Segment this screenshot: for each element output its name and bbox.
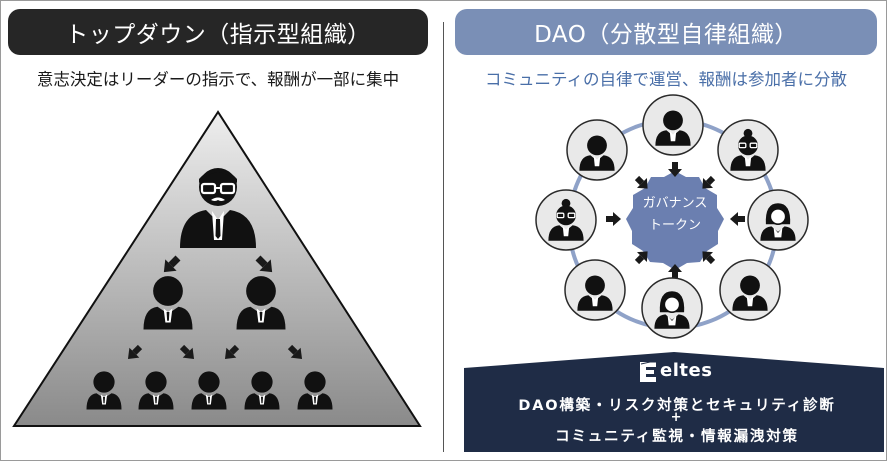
arrow-icon: [163, 255, 181, 273]
eltes-banner: [464, 352, 884, 452]
hub-label-line2: トークン: [648, 218, 701, 233]
member-node: [641, 277, 703, 339]
topdown-subtitle: 意志決定はリーダーの指示で、報酬が一部に集中: [36, 70, 400, 89]
leader-icon: [180, 168, 256, 248]
member-node: [747, 189, 809, 251]
governance-token-label: ガバナンス トークン: [628, 193, 722, 237]
member-node: [717, 119, 779, 181]
eltes-logo-icon: [640, 361, 656, 382]
governance-token-hub: [626, 171, 724, 270]
arrow-icon: [668, 264, 682, 279]
hierarchy-pyramid: [12, 110, 422, 427]
arrow-icon: [127, 344, 143, 360]
arrow-icon: [702, 175, 716, 189]
hub-label-line1: ガバナンス: [642, 196, 708, 211]
topdown-title: トップダウン（指示型組織）: [8, 9, 428, 55]
member-node: [719, 259, 781, 321]
arrow-icon: [702, 251, 716, 265]
arrow-icon: [287, 344, 303, 360]
eltes-logo-text: eltes: [660, 360, 713, 381]
arrow-icon: [634, 251, 648, 265]
banner-line2: コミュニティ監視・情報漏洩対策: [555, 429, 799, 445]
arrow-icon: [224, 344, 240, 360]
arrow-icon: [606, 212, 621, 226]
dao-title: DAO（分散型自律組織）: [455, 9, 877, 55]
arrow-icon: [730, 212, 745, 226]
arrow-icon: [255, 255, 273, 273]
banner-line1: DAO構築・リスク対策とセキュリティ診断: [518, 398, 836, 414]
arrow-icon: [179, 344, 195, 360]
member-node: [535, 189, 597, 251]
arrow-icon: [634, 175, 648, 189]
dao-subtitle: コミュニティの自律で運営、報酬は参加者に分散: [484, 70, 847, 89]
banner-plus: +: [670, 410, 684, 425]
center-divider: [443, 22, 444, 452]
member-node: [566, 119, 628, 181]
member-node: [642, 94, 704, 156]
arrow-icon: [668, 162, 682, 177]
member-node: [564, 259, 626, 321]
